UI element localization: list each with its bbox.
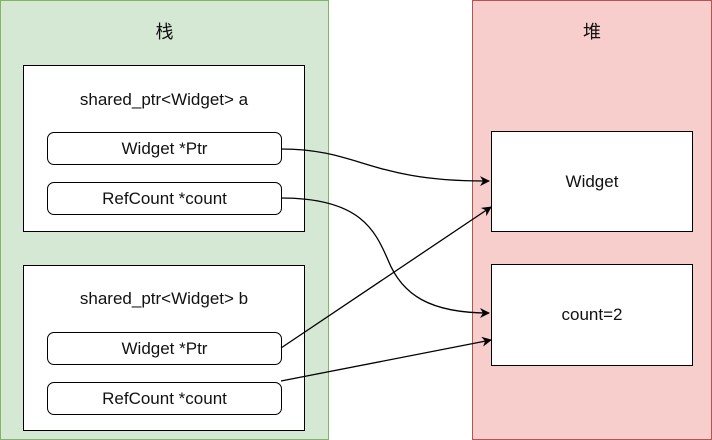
widget-heap-box: Widget — [491, 131, 693, 232]
shared-ptr-b-box: shared_ptr<Widget> b Widget *Ptr RefCoun… — [23, 265, 305, 431]
shared-ptr-b-refcount-field: RefCount *count — [47, 382, 282, 415]
count-heap-box: count=2 — [491, 264, 693, 366]
shared-ptr-b-widget-ptr-field: Widget *Ptr — [47, 332, 282, 365]
shared-ptr-a-title: shared_ptr<Widget> a — [79, 90, 249, 109]
heap-title: 堆 — [583, 22, 601, 43]
shared-ptr-a-box: shared_ptr<Widget> a Widget *Ptr RefCoun… — [23, 65, 305, 232]
stack-title: 栈 — [155, 22, 174, 43]
shared-ptr-b-title: shared_ptr<Widget> b — [79, 289, 249, 308]
shared-ptr-a-refcount-field: RefCount *count — [47, 182, 282, 215]
shared-ptr-a-widget-ptr-field: Widget *Ptr — [47, 132, 282, 165]
